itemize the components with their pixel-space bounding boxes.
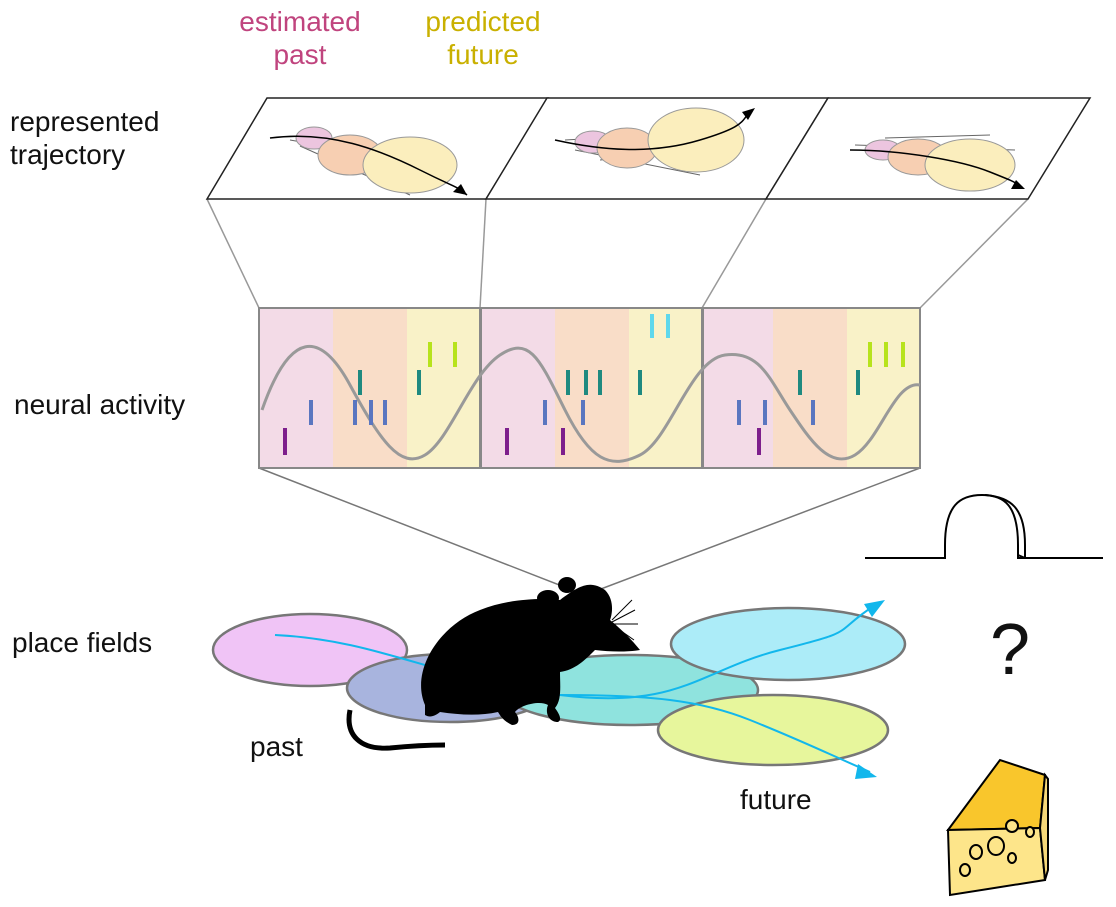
row-label-place-fields: place fields <box>12 627 153 658</box>
path-arrows <box>274 604 876 773</box>
trajectory-panel-1 <box>205 97 550 200</box>
arrow-head-down <box>855 764 877 779</box>
trajectory-panel-2 <box>484 97 830 200</box>
arrow-head-up <box>864 600 885 617</box>
neural-box-1 <box>258 307 481 469</box>
annotation-past: past <box>250 731 303 762</box>
theta-wave <box>260 345 921 463</box>
legend-predicted-future: predicted future <box>425 6 541 70</box>
row-label-trajectory: represented trajectory <box>10 106 160 170</box>
spikes <box>283 314 905 455</box>
neural-box-3 <box>702 307 921 469</box>
place-field-4 <box>669 606 907 682</box>
cheese-icon <box>945 758 1049 897</box>
place-field-tuning-icon <box>865 493 1103 559</box>
trajectory-panel-3 <box>764 97 1092 200</box>
question-mark: ? <box>990 610 1031 690</box>
row-label-neural: neural activity <box>14 389 186 420</box>
place-field-1 <box>211 612 409 688</box>
mouse-icon <box>346 577 640 751</box>
neural-box-2 <box>480 307 703 469</box>
zoom-lines-top <box>206 198 1029 309</box>
zoom-lines-bottom <box>258 467 921 596</box>
legend-estimated-past: estimated past <box>239 6 361 70</box>
annotation-future: future <box>740 784 812 815</box>
